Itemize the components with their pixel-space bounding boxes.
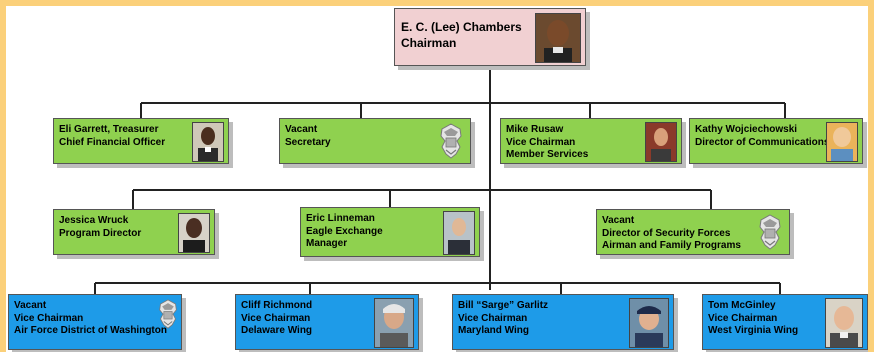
org-node-member-services: Mike Rusaw Vice Chairman Member Services [500,118,682,164]
node-line: Secretary [285,136,331,148]
node-line: Director of Security Forces [602,227,731,239]
node-line: Manager [306,238,348,249]
connector-lines [94,66,786,294]
node-line: West Virginia Wing [708,325,799,336]
person-photo [825,298,863,348]
org-node-maryland-wing: Bill “Sarge” Garlitz Vice Chairman Maryl… [452,294,674,350]
person-photo [629,298,669,348]
org-chart: E. C. (Lee) Chambers Chairman Eli Garret… [6,6,868,352]
node-line: Vice Chairman [506,136,576,148]
node-line: Cliff Richmond [241,300,313,311]
org-node-afdw: Vacant Vice Chairman Air Force District … [8,294,182,350]
node-text: Cliff Richmond Vice Chairman Delaware Wi… [241,300,312,338]
node-line: Chief Financial Officer [59,136,166,148]
person-photo [178,213,210,253]
org-node-treasurer: Eli Garrett, Treasurer Chief Financial O… [53,118,229,164]
node-text: Eli Garrett, Treasurer Chief Financial O… [59,124,165,149]
node-text: Eric Linneman Eagle Exchange Manager [306,213,383,251]
node-line: Chairman [401,36,457,50]
node-line: Vacant [602,215,635,226]
org-node-delaware-wing: Cliff Richmond Vice Chairman Delaware Wi… [235,294,419,350]
node-text: Tom McGinley Vice Chairman West Virginia… [708,300,798,338]
node-line: Maryland Wing [458,325,530,336]
node-line: E. C. (Lee) Chambers [401,20,522,34]
node-line: Member Services [506,149,589,160]
org-node-security-forces: Vacant Director of Security Forces Airma… [596,209,790,255]
person-photo [374,298,414,348]
org-node-eagle-exchange: Eric Linneman Eagle Exchange Manager [300,207,480,257]
node-text: Jessica Wruck Program Director [59,215,141,240]
node-text: E. C. (Lee) Chambers Chairman [401,19,522,51]
org-node-program-director: Jessica Wruck Program Director [53,209,215,255]
person-photo [443,211,475,255]
node-line: Vacant [285,124,318,135]
node-line: Eric Linneman [306,213,375,224]
node-line: Vice Chairman [708,312,778,324]
node-text: Bill “Sarge” Garlitz Vice Chairman Maryl… [458,300,548,338]
node-line: Program Director [59,227,142,239]
person-photo [645,122,677,162]
org-node-communications: Kathy Wojciechowski Director of Communic… [689,118,863,164]
org-node-secretary: Vacant Secretary [279,118,471,164]
node-line: Bill “Sarge” Garlitz [458,300,549,311]
node-text: Vacant Secretary [285,124,331,149]
air-force-badge-icon [757,214,783,250]
node-text: Kathy Wojciechowski Director of Communic… [695,124,829,149]
air-force-badge-icon [438,123,464,159]
node-line: Air Force District of Washington [14,325,167,336]
node-line: Kathy Wojciechowski [695,124,798,135]
node-line: Delaware Wing [241,325,313,336]
node-line: Vacant [14,300,47,311]
node-line: Jessica Wruck [59,215,129,226]
air-force-badge-icon [157,299,179,329]
node-line: Director of Communications [695,136,830,148]
person-photo [826,122,858,162]
node-text: Vacant Vice Chairman Air Force District … [14,300,167,338]
org-node-chairman: E. C. (Lee) Chambers Chairman [394,8,586,66]
org-node-west-virginia-wing: Tom McGinley Vice Chairman West Virginia… [702,294,868,350]
node-line: Tom McGinley [708,300,776,311]
node-line: Vice Chairman [458,312,528,324]
chairman-photo [535,13,581,63]
node-line: Airman and Family Programs [602,240,741,251]
node-line: Eagle Exchange [306,225,383,237]
node-line: Vice Chairman [14,312,84,324]
node-line: Eli Garrett, Treasurer [59,124,159,135]
node-text: Vacant Director of Security Forces Airma… [602,215,741,253]
person-photo [192,122,224,162]
node-text: Mike Rusaw Vice Chairman Member Services [506,124,588,162]
node-line: Mike Rusaw [506,124,564,135]
node-line: Vice Chairman [241,312,311,324]
